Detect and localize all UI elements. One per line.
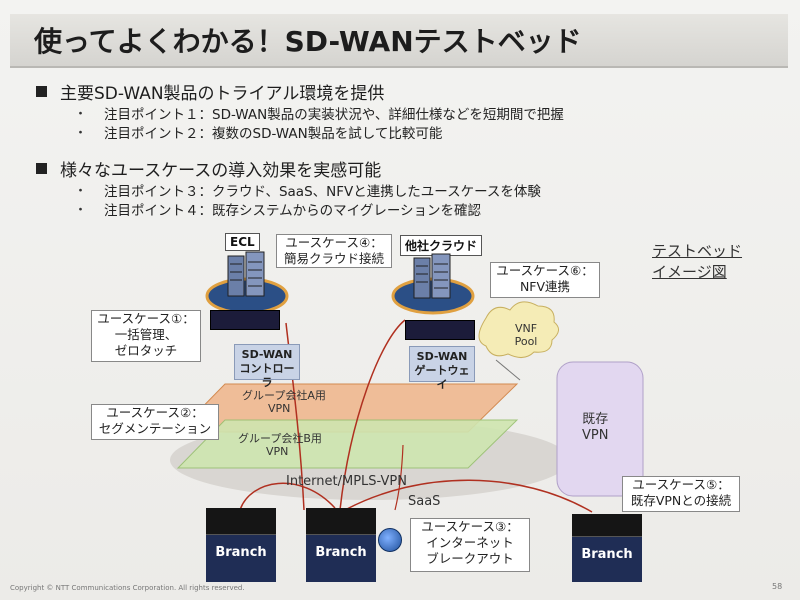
vnf-pointer <box>495 359 521 381</box>
testbed-label-2: イメージ図 <box>652 263 727 281</box>
usecase-6-text: NFV連携 <box>519 279 571 294</box>
ecl-server-icon <box>227 251 265 297</box>
usecase-4-title: ユースケース④： <box>285 235 383 250</box>
existing-vpn-box <box>556 361 644 497</box>
internet-label: Internet/MPLS-VPN <box>286 474 407 489</box>
vnf-pool-label: VNF Pool <box>508 322 544 348</box>
usecase-5-text: 既存VPNとの接続 <box>630 493 732 508</box>
vpn-a-label-1: グループ会社A用 <box>242 389 326 402</box>
title-bar: 使ってよくわかる！SD-WANテストベッド <box>10 14 788 68</box>
vpn-b-label: グループ会社B用 VPN <box>238 432 322 458</box>
saas-line <box>394 444 404 511</box>
usecase-2-title: ユースケース②： <box>106 405 204 420</box>
bullet-1: 主要SD-WAN製品のトライアル環境を提供 <box>60 84 385 104</box>
branch-2-device <box>306 508 376 535</box>
usecase-3-text-1: インターネット <box>426 535 514 550</box>
controller-label-2: コントローラ <box>239 362 295 389</box>
existing-line <box>344 479 593 513</box>
usecase-3-title: ユースケース③： <box>421 519 519 534</box>
gateway-label-1: SD-WAN <box>416 350 468 363</box>
cloud-line <box>339 319 406 511</box>
bullet-square <box>36 163 47 174</box>
branch-1-device <box>206 508 276 535</box>
usecase-3-box: ユースケース③： インターネット ブレークアウト <box>410 518 530 572</box>
usecase-5-box: ユースケース⑤： 既存VPNとの接続 <box>622 476 740 512</box>
controller-device <box>210 310 280 330</box>
branch-3-label: Branch <box>581 547 633 562</box>
vnf-label-2: Pool <box>514 335 538 348</box>
vnf-label-1: VNF <box>514 322 538 335</box>
sub-bullet-dot: ・ <box>74 184 88 199</box>
point-2: 注目ポイント２：複数のSD-WAN製品を試して比較可能 <box>104 126 443 142</box>
page-title: 使ってよくわかる！SD-WANテストベッド <box>34 25 582 58</box>
gateway-label: SD-WAN ゲートウェイ <box>409 346 475 391</box>
gateway-label-2: ゲートウェイ <box>414 364 470 391</box>
branch-2: Branch <box>306 508 376 582</box>
usecase-2-box: ユースケース②： セグメンテーション <box>91 404 219 440</box>
sub-bullet-dot: ・ <box>74 126 88 141</box>
gateway-device <box>405 320 475 340</box>
bullet-2: 様々なユースケースの導入効果を実感可能 <box>60 161 382 181</box>
controller-label: SD-WAN コントローラ <box>234 344 300 389</box>
point-1: 注目ポイント１：SD-WAN製品の実装状況や、詳細仕様などを短期間で把握 <box>104 107 564 123</box>
page-number: 58 <box>772 582 783 591</box>
usecase-6-title: ユースケース⑥： <box>496 263 594 278</box>
other-cloud-tag: 他社クラウド <box>400 235 483 256</box>
saas-label: SaaS <box>408 494 441 509</box>
vnf-pool-cloud <box>478 301 559 358</box>
bullet-square <box>36 86 47 97</box>
branch-1-label: Branch <box>215 545 267 560</box>
existing-vpn-label: 既存 VPN <box>582 412 608 444</box>
point-4: 注目ポイント４：既存システムからのマイグレーションを確認 <box>104 203 482 219</box>
sub-bullet-dot: ・ <box>74 107 88 122</box>
usecase-1-text-2: ゼロタッチ <box>114 343 178 358</box>
mgmt-line <box>285 322 305 511</box>
vpn-b-label-1: グループ会社B用 <box>238 432 322 445</box>
branch-2-label: Branch <box>315 545 367 560</box>
usecase-4-text: 簡易クラウド接続 <box>283 251 384 266</box>
existing-vpn-label-1: 既存 <box>582 412 609 427</box>
copyright: Copyright © NTT Communications Corporati… <box>10 584 245 592</box>
vpn-b-label-2: VPN <box>266 445 289 458</box>
sub-bullet-dot: ・ <box>74 203 88 218</box>
branch-3: Branch <box>572 514 642 582</box>
vpn-b-plane <box>176 419 519 469</box>
usecase-4-box: ユースケース④： 簡易クラウド接続 <box>276 234 392 268</box>
controller-label-1: SD-WAN <box>241 348 293 361</box>
vpn-a-label-2: VPN <box>268 402 291 415</box>
usecase-1-title: ユースケース①： <box>97 311 195 326</box>
usecase-5-title: ユースケース⑤： <box>632 477 730 492</box>
point-3: 注目ポイント３：クラウド、SaaS、NFVと連携したユースケースを体験 <box>104 184 541 200</box>
testbed-label-1: テストベッド <box>652 242 743 260</box>
other-server-icon <box>413 253 451 299</box>
usecase-6-box: ユースケース⑥： NFV連携 <box>490 262 600 298</box>
ecl-tag: ECL <box>225 233 260 251</box>
branch-3-device <box>572 514 642 537</box>
existing-vpn-label-2: VPN <box>582 428 609 443</box>
branch-1: Branch <box>206 508 276 582</box>
usecase-3-text-2: ブレークアウト <box>426 551 514 566</box>
globe-icon <box>378 528 402 552</box>
usecase-1-text-1: 一括管理、 <box>114 327 178 342</box>
branch-line <box>239 482 336 511</box>
vpn-a-label: グループ会社A用 VPN <box>242 389 326 415</box>
usecase-2-text: セグメンテーション <box>98 421 212 436</box>
usecase-1-box: ユースケース①： 一括管理、 ゼロタッチ <box>91 310 201 362</box>
